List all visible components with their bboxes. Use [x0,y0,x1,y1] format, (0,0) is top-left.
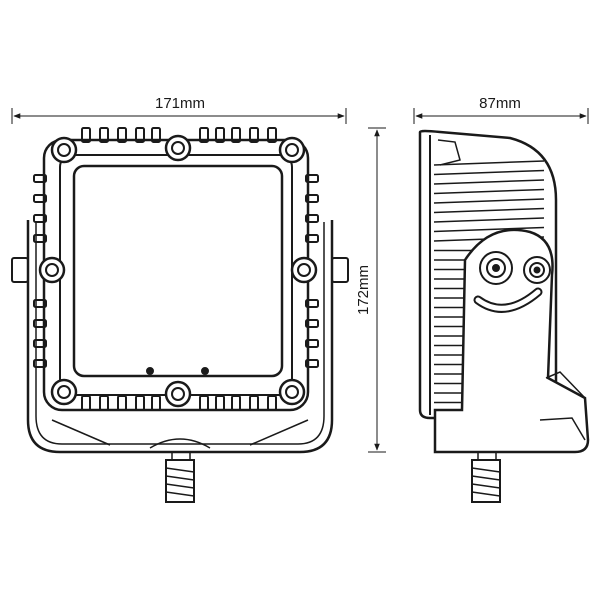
fin [305,299,319,308]
fin [267,395,277,411]
fin [249,127,259,143]
fin [305,174,319,183]
dimension-height [368,127,386,453]
dimension-width-label: 171mm [155,95,205,112]
screw [164,380,192,408]
side-body-outline [418,129,558,420]
fin [33,319,47,328]
fin [81,395,91,411]
fin [117,395,127,411]
fin [33,214,47,223]
bracket-chevron-left [51,419,111,446]
fin [305,234,319,243]
side-fin [433,226,545,233]
side-fin [433,169,545,176]
lens-dot-right [201,367,209,375]
fin [215,395,225,411]
fin [33,194,47,203]
side-bolt-left [11,257,29,283]
side-knob-right [523,256,551,284]
fin [305,339,319,348]
fin [33,174,47,183]
side-fin [433,198,545,204]
screw [50,136,78,164]
side-bracket-slot-inner [475,289,541,311]
side-fin [433,160,545,166]
bracket-chevron-right [249,419,309,446]
fin [33,359,47,368]
side-fin [433,179,545,185]
side-knob-left [479,251,513,285]
mounting-stud [165,451,195,503]
dimension-depth [413,108,589,124]
fin [151,395,161,411]
dimension-width [11,108,347,124]
side-view [418,129,590,503]
screw [290,256,318,284]
fin [267,127,277,143]
fin [135,127,145,143]
fin [99,395,109,411]
lens-dot-left [146,367,154,375]
side-bracket-arm [433,228,590,454]
screw [38,256,66,284]
lens [72,164,284,378]
dimension-height-label: 172mm [355,265,372,315]
fin [33,299,47,308]
fin [305,319,319,328]
housing-body [42,138,310,412]
fin [199,395,209,411]
fin [305,214,319,223]
housing-bezel [59,154,293,396]
dimension-depth-label: 87mm [479,95,521,112]
fin [305,359,319,368]
screw [278,378,306,406]
fin [199,127,209,143]
side-bracket-foot [545,371,586,399]
fin [99,127,109,143]
side-fin [433,188,545,195]
fin [33,339,47,348]
fin [231,395,241,411]
side-fin [433,217,545,223]
bracket-center-dome [149,438,211,449]
mounting-bracket-inner [35,222,325,445]
fin [215,127,225,143]
fin [81,127,91,143]
fin [231,127,241,143]
screw [164,134,192,162]
screw [278,136,306,164]
side-mounting-stud [471,451,501,503]
fin [249,395,259,411]
housing-screws [38,134,318,408]
front-view [11,127,349,503]
fin [117,127,127,143]
side-fin [433,207,545,214]
fin [33,234,47,243]
screw [50,378,78,406]
fin [151,127,161,143]
fin [305,194,319,203]
side-bracket-foot-detail [539,417,586,441]
side-bolt-right [331,257,349,283]
fin [135,395,145,411]
side-top-lip [437,139,461,166]
